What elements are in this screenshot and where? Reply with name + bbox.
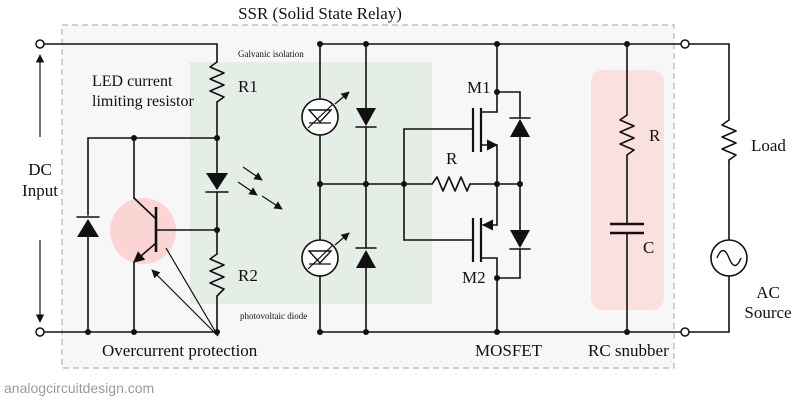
dc-input-label-line2: Input bbox=[22, 181, 58, 200]
diagram-title: SSR (Solid State Relay) bbox=[238, 4, 402, 23]
photovoltaic-diode-label: photovoltaic diode bbox=[240, 311, 307, 321]
snubber-resistor bbox=[619, 114, 635, 156]
overcurrent-transistor-highlight bbox=[110, 198, 176, 264]
dc-input-label-line1: DC bbox=[28, 160, 52, 179]
load-label: Load bbox=[751, 136, 786, 155]
led-resistor-label-line1: LED current bbox=[92, 73, 173, 90]
load-resistor bbox=[721, 119, 737, 161]
snubber-capacitor-label: C bbox=[643, 238, 654, 257]
protection-diode bbox=[76, 216, 100, 237]
ac-source-symbol bbox=[710, 239, 748, 277]
r1-resistor bbox=[209, 61, 225, 103]
rc-snubber-label: RC snubber bbox=[588, 341, 669, 360]
watermark: analogcircuitdesign.com bbox=[4, 380, 154, 396]
overcurrent-protection-label: Overcurrent protection bbox=[102, 341, 258, 360]
optical-emission-arrows bbox=[237, 166, 283, 210]
mosfet-m2 bbox=[471, 183, 521, 279]
dc-input-wiring bbox=[35, 39, 229, 337]
ac-source-label-line1: AC bbox=[756, 283, 780, 302]
galvanic-isolation-label: Galvanic isolation bbox=[238, 49, 304, 59]
ac-source-label-line2: Source bbox=[744, 303, 791, 322]
r2-label: R2 bbox=[238, 266, 258, 285]
zener-diode-bottom bbox=[355, 247, 377, 268]
m1-label: M1 bbox=[467, 78, 491, 97]
body-diode-m1 bbox=[509, 117, 531, 137]
snubber-resistor-label: R bbox=[649, 126, 661, 145]
photovoltaic-diode-bottom bbox=[301, 232, 350, 277]
gate-resistor-label: R bbox=[446, 149, 458, 168]
mosfet-label: MOSFET bbox=[475, 341, 543, 360]
r2-resistor bbox=[209, 253, 225, 297]
mosfet-m1 bbox=[471, 91, 521, 185]
led-resistor-label-line2: limiting resistor bbox=[92, 93, 194, 110]
r1-label: R1 bbox=[238, 77, 258, 96]
output-wiring bbox=[301, 39, 748, 337]
m2-label: M2 bbox=[462, 268, 486, 287]
gate-resistor bbox=[431, 176, 471, 192]
